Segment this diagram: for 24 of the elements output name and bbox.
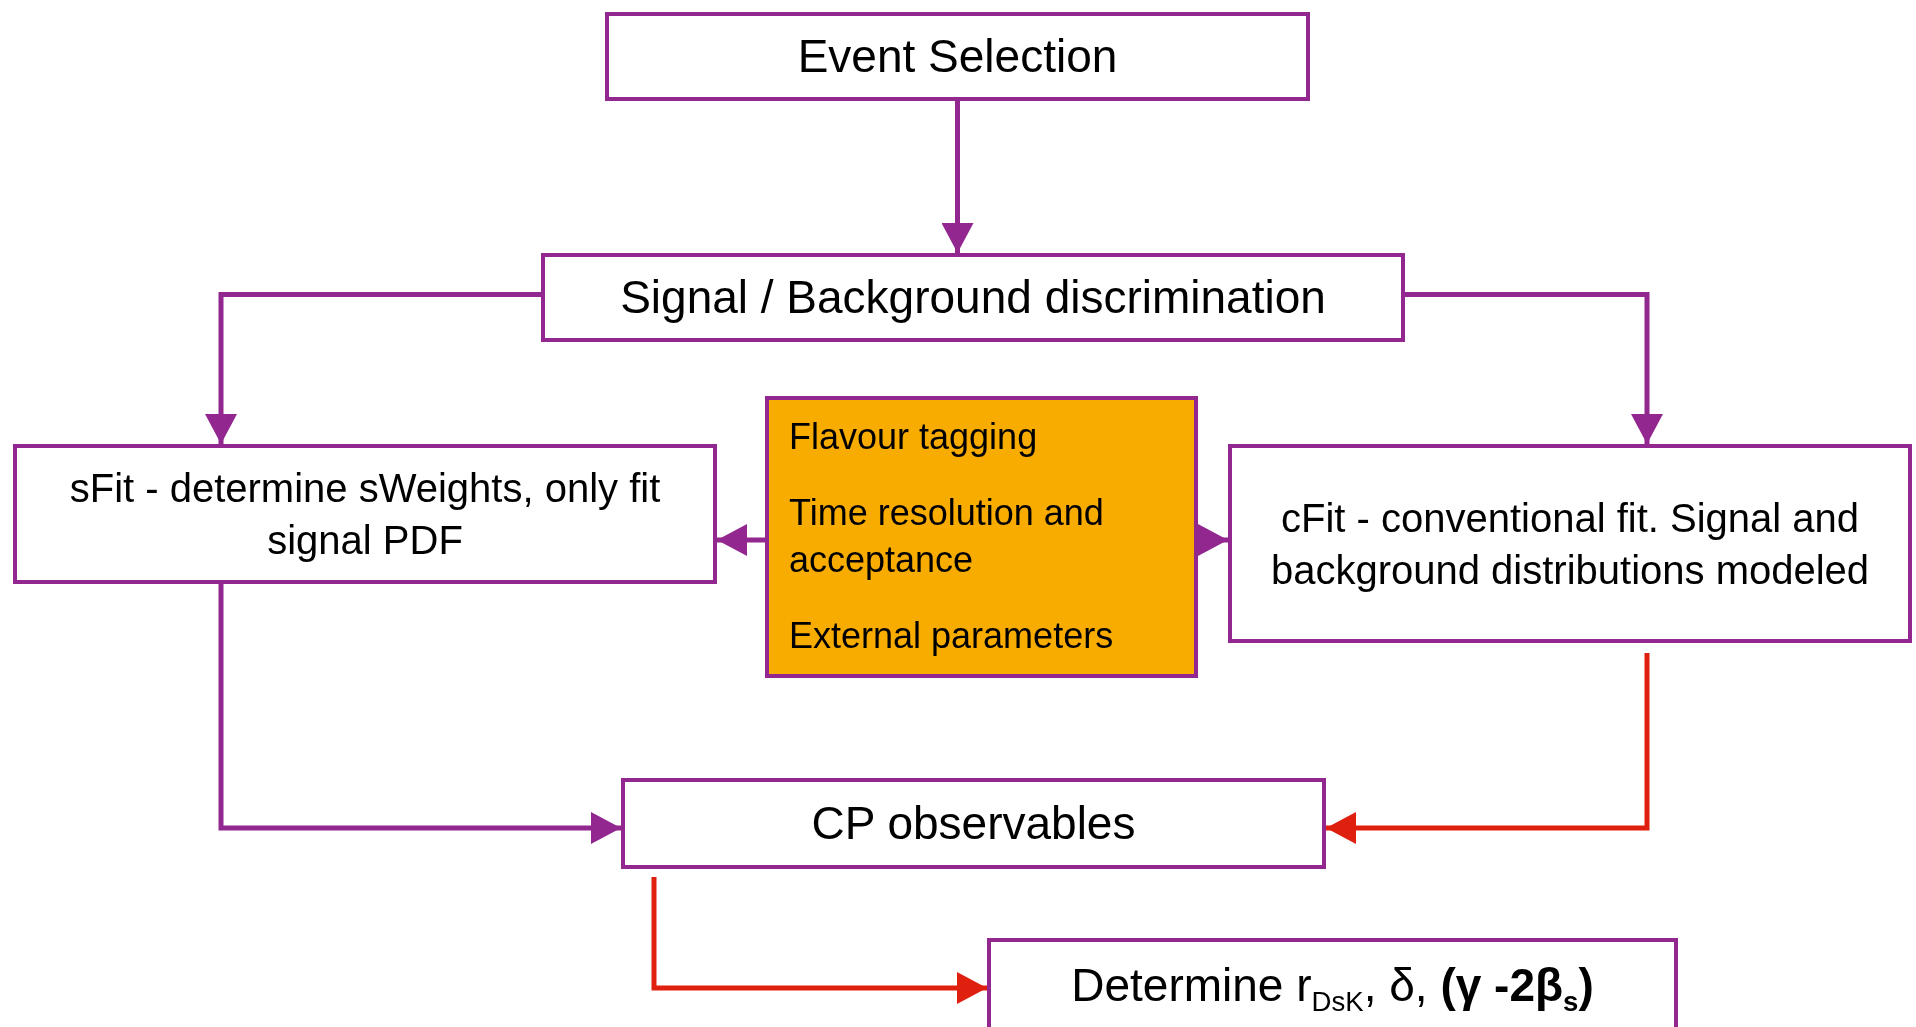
arrow [941, 101, 974, 253]
arrow [205, 292, 541, 444]
node-text: External parameters [789, 614, 1114, 659]
node-text: Flavour tagging [789, 415, 1038, 459]
node-text: Time resolution and acceptance [789, 491, 1105, 582]
arrow [717, 524, 765, 556]
process-box [541, 253, 1405, 342]
process-box [13, 444, 717, 584]
process-box [605, 12, 1310, 101]
arrow [651, 877, 987, 1004]
arrow [1405, 292, 1663, 444]
node-text: cFit - conventional fit. Signal and background distributions modeled [1269, 494, 1871, 594]
node-text: sFit - determine sWeights, only fit signal PDF [68, 465, 662, 564]
arrow [218, 584, 621, 844]
node-text: Event Selection [797, 28, 1118, 84]
node-text: Determine r$_{DsK}$, δ, (γ -2β$_{s}$) [1071, 958, 1594, 1019]
input-box [765, 396, 1198, 678]
result-box [987, 938, 1678, 1027]
arrow [1326, 653, 1650, 844]
node-text: Signal / Background discrimination [620, 269, 1326, 325]
process-box [1228, 444, 1912, 643]
arrow [1198, 524, 1228, 556]
node-text: CP observables [811, 795, 1136, 851]
process-box [621, 778, 1326, 869]
